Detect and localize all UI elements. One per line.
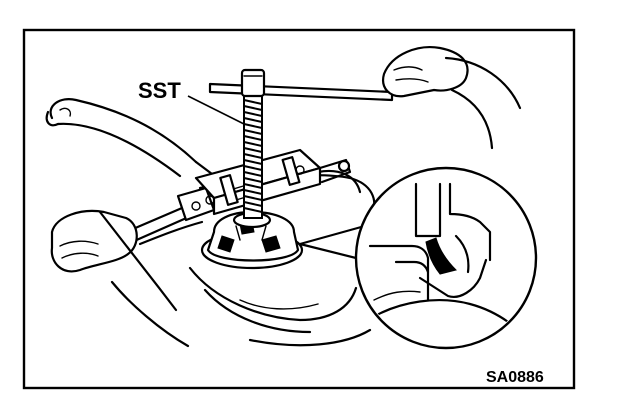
- screw-thread: [243, 159, 263, 165]
- detail-magnifier: [298, 166, 538, 350]
- screw-thread: [243, 171, 263, 177]
- screw-thread: [243, 195, 263, 201]
- screw-thread: [243, 153, 263, 159]
- figure-id-label: SA0886: [486, 369, 544, 386]
- left-hand: [50, 209, 190, 348]
- sst-leader-line: [187, 95, 245, 125]
- puller-crossbar: [194, 148, 352, 216]
- screw-thread: [243, 207, 263, 213]
- wrench: [124, 186, 216, 246]
- screw-thread: [243, 111, 263, 117]
- screw-thread: [243, 117, 263, 123]
- screw-thread: [243, 177, 263, 183]
- screw-thread: [243, 135, 263, 141]
- sst-label: SST: [138, 78, 181, 103]
- right-hand: [382, 46, 522, 150]
- t-handle: [208, 68, 394, 102]
- screw-thread: [243, 123, 263, 129]
- screw-thread: [243, 129, 263, 135]
- screw-thread: [243, 99, 263, 105]
- screw-shaft: [243, 95, 263, 219]
- hub-flange: [200, 210, 304, 270]
- lever-arm: [45, 98, 214, 178]
- screw-thread: [243, 165, 263, 171]
- screw-thread: [243, 201, 263, 207]
- figure-frame: [22, 28, 576, 390]
- screw-thread: [243, 105, 263, 111]
- screw-thread: [243, 147, 263, 153]
- screw-thread: [243, 141, 263, 147]
- screw-thread: [243, 183, 263, 189]
- screw-thread: [243, 189, 263, 195]
